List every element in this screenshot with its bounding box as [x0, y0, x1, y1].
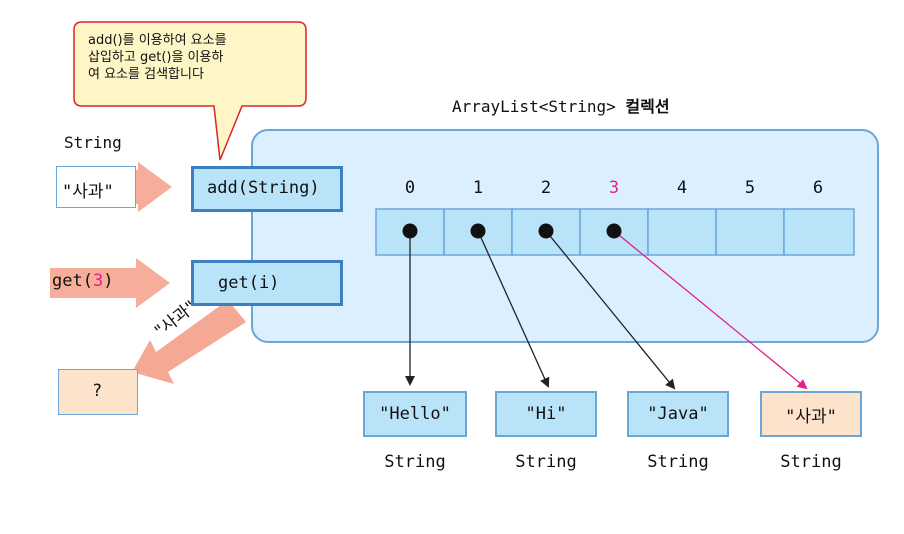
- ref-dot-1: [470, 223, 486, 239]
- add-method-box: add(String): [191, 166, 343, 212]
- index-label: 4: [676, 178, 688, 198]
- callout-line: add()를 이용하여 요소를: [88, 33, 227, 48]
- ref-dot-0: [402, 223, 418, 239]
- callout-text: add()를 이용하여 요소를 삽입하고 get()을 이용하 여 요소를 검색…: [88, 32, 288, 83]
- ref-arrow-3: [613, 230, 808, 390]
- get-call-prefix: get(: [52, 271, 93, 291]
- array-cell: [647, 208, 717, 256]
- get-method-box: get(i): [191, 260, 343, 306]
- return-arrow: [132, 300, 246, 384]
- element-box-hello: "Hello": [363, 391, 467, 437]
- element-type-label: String: [515, 452, 577, 472]
- input-value: "사과": [62, 182, 114, 202]
- element-type-label: String: [384, 452, 446, 472]
- element-value: "Java": [647, 404, 709, 424]
- result-value: ?: [92, 381, 103, 401]
- get-input-arrow: [50, 258, 170, 308]
- input-type-label: String: [64, 133, 122, 152]
- get-call-suffix: ): [103, 271, 114, 291]
- ref-dot-3: [606, 223, 622, 239]
- element-type-label: String: [647, 452, 709, 472]
- add-method-label: add(String): [207, 178, 320, 198]
- element-box-hi: "Hi": [495, 391, 597, 437]
- callout-line: 삽입하고 get()을 이용하: [88, 50, 224, 65]
- array-cell: [715, 208, 785, 256]
- get-method-label: get(i): [218, 273, 280, 293]
- ref-dot-2: [538, 223, 554, 239]
- element-box-apple: "사과": [760, 391, 862, 437]
- input-box: [56, 166, 136, 208]
- callout-bubble: [73, 21, 307, 161]
- index-label-highlighted: 3: [608, 178, 620, 198]
- collection-title: ArrayList<String> 컬렉션: [452, 93, 670, 117]
- element-box-java: "Java": [627, 391, 729, 437]
- element-value: "Hi": [525, 404, 567, 424]
- get-call: get(3): [52, 271, 113, 291]
- index-label: 6: [812, 178, 824, 198]
- collection-title-kr: 컬렉션: [625, 97, 670, 116]
- collection-title-code: ArrayList<String>: [452, 97, 616, 116]
- index-label: 0: [404, 178, 416, 198]
- element-type-label: String: [780, 452, 842, 472]
- element-value: "사과": [785, 406, 837, 427]
- callout-line: 여 요소를 검색합니다: [88, 67, 204, 82]
- get-call-index: 3: [92, 271, 104, 291]
- result-box: [58, 369, 138, 415]
- element-value: "Hello": [379, 404, 451, 424]
- index-label: 2: [540, 178, 552, 198]
- ref-arrow-2: [545, 230, 676, 390]
- array-cell: [783, 208, 855, 256]
- index-label: 5: [744, 178, 756, 198]
- index-label: 1: [472, 178, 484, 198]
- ref-arrow-1: [477, 230, 550, 388]
